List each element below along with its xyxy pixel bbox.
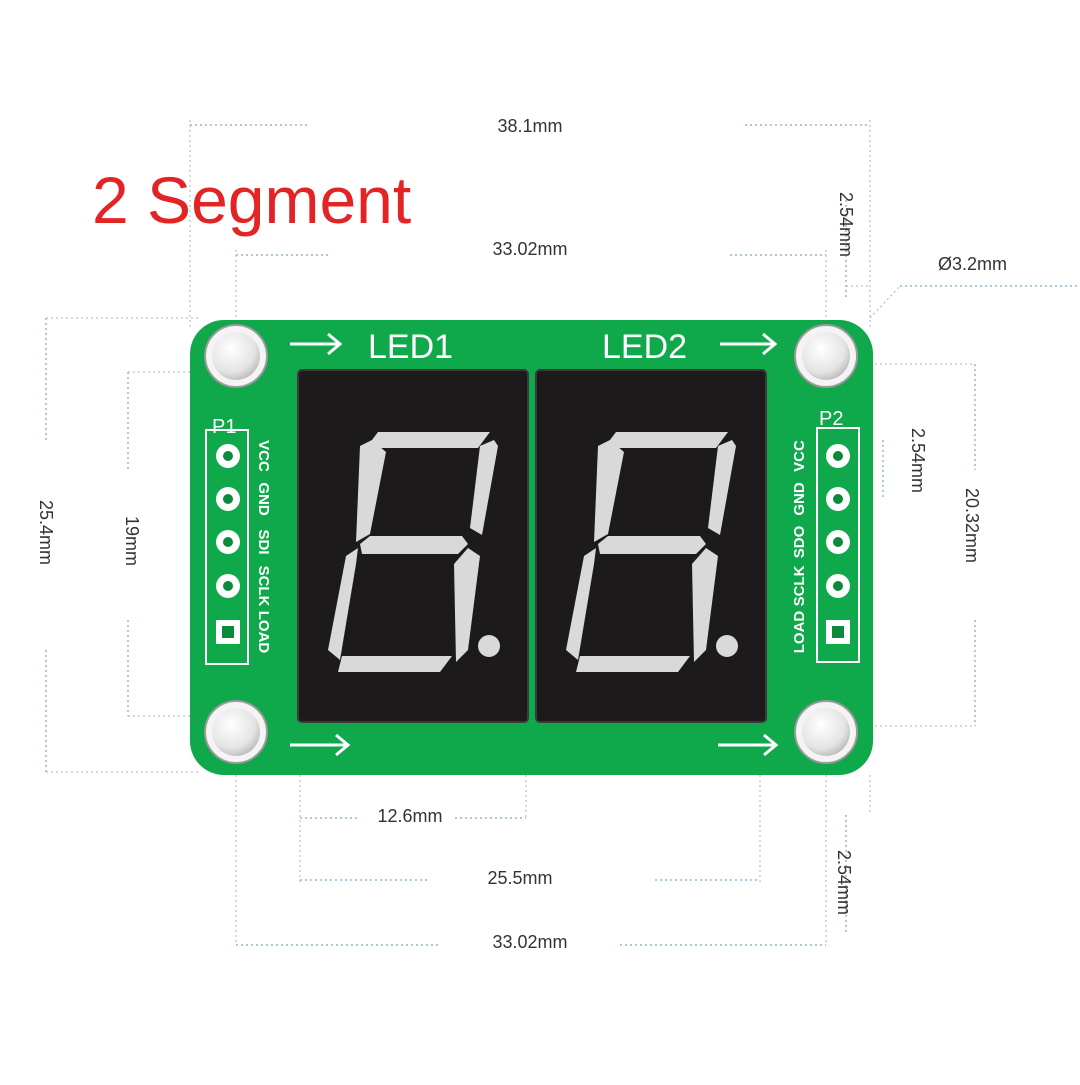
dim-hole-spacing-bottom: 33.02mm xyxy=(492,932,567,952)
dim-overall-width: 38.1mm xyxy=(497,116,562,136)
digit-led1 xyxy=(328,432,500,672)
dim-hole-spacing-top: 33.02mm xyxy=(492,239,567,259)
left-header-outline xyxy=(205,429,249,665)
pin-hole xyxy=(223,581,233,591)
arrow-right-icon xyxy=(290,733,351,757)
segment-e xyxy=(328,548,358,660)
right-header-pins: VCC GND SDO SCLK LOAD xyxy=(791,440,850,653)
segment-c xyxy=(454,548,480,662)
left-header-pins: VCC GND SDI SCLK LOAD xyxy=(216,440,272,653)
led1-label: LED1 xyxy=(368,328,453,366)
segment-f xyxy=(594,440,624,542)
dim-overall-height: 25.4mm xyxy=(36,500,56,565)
pin-label: GND xyxy=(255,482,272,516)
pin-hole xyxy=(223,537,233,547)
segment-b xyxy=(708,440,736,535)
mounting-hole-bottom-right xyxy=(794,700,858,764)
pin-hole xyxy=(223,494,233,504)
diagram-title: 2 Segment xyxy=(92,163,412,237)
segment-e xyxy=(566,548,596,660)
dim-display-width: 25.5mm xyxy=(487,868,552,888)
pin-hole xyxy=(223,451,233,461)
decimal-point xyxy=(716,635,738,657)
pin-label: SDI xyxy=(255,529,272,554)
dim-hole-offset-bottom: 2.54mm xyxy=(834,850,854,915)
led2-label: LED2 xyxy=(602,328,687,366)
segment-f xyxy=(356,440,386,542)
pin-label: LOAD xyxy=(255,611,272,654)
mounting-hole-bottom-left xyxy=(204,700,268,764)
pin-hole xyxy=(222,626,234,638)
pin-label: VCC xyxy=(255,440,272,472)
right-header-outline xyxy=(816,427,860,663)
dim-hole-diameter: Ø3.2mm xyxy=(938,254,1007,274)
pin-label: SCLK xyxy=(255,566,272,607)
segment-a xyxy=(366,432,490,448)
pin-label: LOAD xyxy=(791,611,808,654)
pin-label: SCLK xyxy=(791,565,808,606)
segment-b xyxy=(470,440,498,535)
pin-hole xyxy=(833,581,843,591)
pin-hole xyxy=(833,451,843,461)
dim-pin-pitch: 2.54mm xyxy=(908,428,928,493)
right-header-name: P2 xyxy=(819,408,843,430)
dim-hole-offset-top: 2.54mm xyxy=(836,192,856,257)
pin-label: SDO xyxy=(791,525,808,558)
segment-d xyxy=(576,656,690,672)
segment-g xyxy=(598,536,706,554)
segment-g xyxy=(360,536,468,554)
dim-display-height: 19mm xyxy=(122,516,142,566)
segment-c xyxy=(692,548,718,662)
pin-hole xyxy=(832,626,844,638)
segment-a xyxy=(604,432,728,448)
pin-label: GND xyxy=(791,482,808,516)
board-outline xyxy=(190,320,873,775)
digit-led2 xyxy=(566,432,738,672)
dim-hole-spacing-vertical: 20.32mm xyxy=(962,488,982,563)
pin-hole xyxy=(833,537,843,547)
arrow-right-icon xyxy=(290,332,343,356)
mounting-hole-top-left xyxy=(204,324,268,388)
arrow-right-icon xyxy=(720,332,778,356)
left-header-name: P1 xyxy=(212,416,236,438)
pin-hole xyxy=(833,494,843,504)
mounting-hole-top-right xyxy=(794,324,858,388)
segment-d xyxy=(338,656,452,672)
extension-line xyxy=(869,285,901,319)
decimal-point xyxy=(478,635,500,657)
dimension-labels: 38.1mm 33.02mm Ø3.2mm 2.54mm 2.54mm 20.3… xyxy=(36,116,1007,952)
pin-label: VCC xyxy=(791,440,808,472)
arrow-right-icon xyxy=(718,733,779,757)
dim-digit-width: 12.6mm xyxy=(377,806,442,826)
